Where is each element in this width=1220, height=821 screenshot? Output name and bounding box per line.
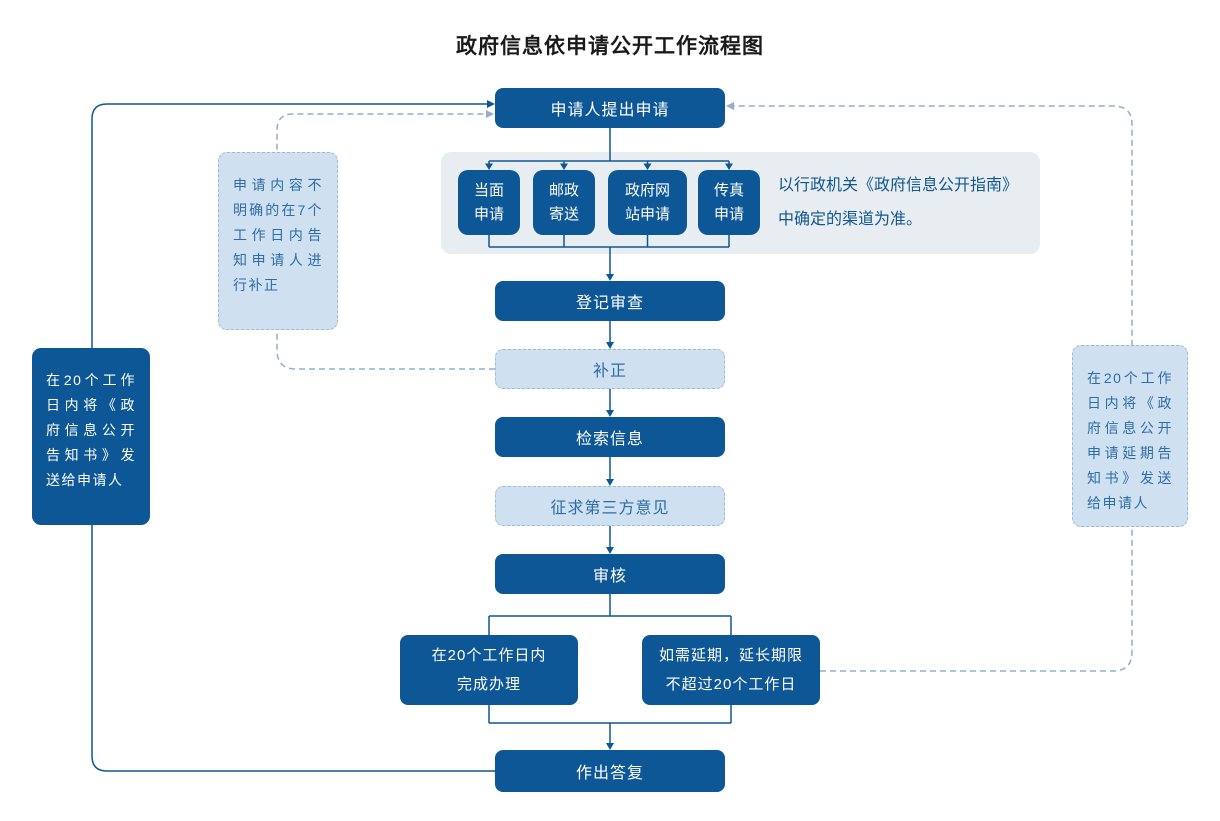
note-reply-notification: 在20个工作日内将《政府信息公开告知书》发送给申请人	[32, 348, 150, 525]
node-channel-in-person: 当面 申请	[458, 170, 520, 235]
node-channel-in-person-label: 当面 申请	[473, 181, 504, 223]
page-title: 政府信息依申请公开工作流程图	[456, 35, 764, 58]
node-search-info-label: 检索信息	[575, 431, 644, 448]
node-supplement: 补正	[495, 349, 725, 389]
node-register: 登记审查	[495, 281, 725, 321]
node-third-party: 征求第三方意见	[495, 486, 725, 526]
channels-note-text: 以行政机关《政府信息公开指南》 中确定的渠道为准。	[778, 177, 1019, 228]
node-channel-fax-label: 传真 申请	[713, 181, 744, 223]
node-apply-label: 申请人提出申请	[550, 102, 670, 119]
node-complete-within-20-days: 在20个工作日内 完成办理	[400, 635, 578, 705]
note-supplement-within-7-days: 申请内容不明确的在7个工作日内告知申请人进行补正	[218, 152, 338, 330]
node-extension-label: 如需延期，延长期限 不超过20个工作日	[658, 647, 803, 693]
node-reply-label: 作出答复	[575, 765, 644, 782]
node-extension: 如需延期，延长期限 不超过20个工作日	[642, 635, 820, 705]
node-channel-postal: 邮政 寄送	[533, 170, 595, 235]
node-third-party-label: 征求第三方意见	[550, 500, 670, 517]
node-complete-label: 在20个工作日内 完成办理	[431, 647, 547, 693]
node-review-label: 审核	[592, 568, 627, 585]
node-supplement-label: 补正	[592, 363, 627, 380]
node-apply: 申请人提出申请	[495, 88, 725, 128]
node-register-label: 登记审查	[575, 295, 644, 312]
node-channel-website-label: 政府网 站申请	[624, 181, 670, 223]
node-search-info: 检索信息	[495, 417, 725, 457]
node-channel-fax: 传真 申请	[698, 170, 760, 235]
node-channel-postal-label: 邮政 寄送	[548, 181, 579, 223]
node-review: 审核	[495, 554, 725, 594]
node-reply: 作出答复	[495, 750, 725, 792]
note-extension-notification: 在20个工作日内将《政府信息公开申请延期告知书》发送给申请人	[1072, 345, 1188, 527]
node-channel-website: 政府网 站申请	[608, 170, 687, 235]
